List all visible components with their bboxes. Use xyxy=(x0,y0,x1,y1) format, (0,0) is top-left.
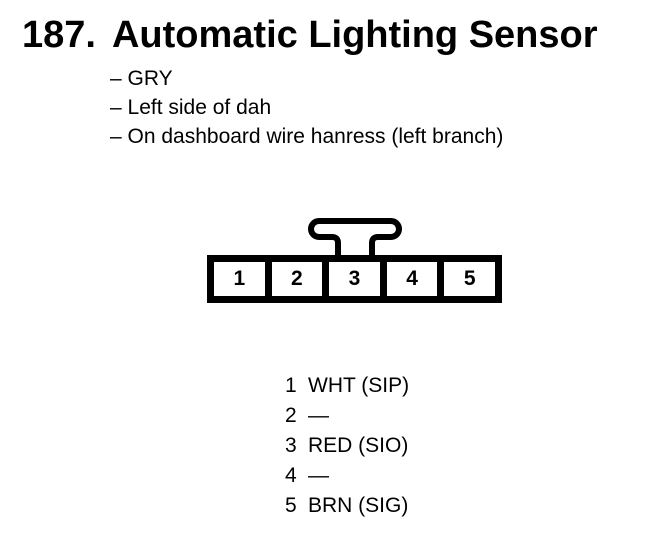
connector-pin-cell: 2 xyxy=(264,262,323,296)
connector-pin-cell: 1 xyxy=(214,262,265,296)
pin-legend-label: BRN (SIG) xyxy=(308,494,409,517)
connector-pin-cell: 5 xyxy=(437,262,495,296)
pin-legend: 1 WHT (SIP) 2 — 3 RED (SIO) 4 — 5 BRN (S… xyxy=(285,371,409,521)
pin-legend-number: 4 xyxy=(285,464,297,487)
connector-pin-cell: 4 xyxy=(379,262,438,296)
section-number: 187. xyxy=(22,14,96,56)
pin-legend-label: RED (SIO) xyxy=(308,434,409,457)
pin-legend-label: — xyxy=(308,404,329,427)
pin-legend-label: — xyxy=(308,464,329,487)
pin-legend-row: 3 RED (SIO) xyxy=(285,431,409,461)
pin-legend-row: 5 BRN (SIG) xyxy=(285,491,409,521)
pin-cell-number: 5 xyxy=(463,267,476,290)
connector-pin-cell: 3 xyxy=(322,262,380,296)
pin-cell-number: 1 xyxy=(233,267,246,290)
section-title-text: Automatic Lighting Sensor xyxy=(111,14,598,56)
section-title: 187. Automatic Lighting Sensor xyxy=(22,14,598,57)
connector-latch-tab-icon xyxy=(308,218,402,256)
connector-body: 1 2 3 4 5 xyxy=(207,255,502,303)
note-line: – GRY xyxy=(110,67,173,90)
pin-legend-number: 2 xyxy=(285,404,297,427)
pin-cell-number: 2 xyxy=(291,267,303,290)
pin-legend-label: WHT (SIP) xyxy=(308,374,410,397)
pin-cell-number: 3 xyxy=(348,267,361,290)
pin-legend-row: 1 WHT (SIP) xyxy=(285,371,409,401)
pin-legend-row: 4 — xyxy=(285,461,409,491)
pin-legend-number: 3 xyxy=(285,434,297,457)
pin-cell-number: 4 xyxy=(406,267,418,290)
pin-legend-number: 5 xyxy=(285,494,297,517)
pin-legend-number: 1 xyxy=(285,374,297,397)
notes-list: – GRY – Left side of dah – On dashboard … xyxy=(110,64,503,151)
note-line: – Left side of dah xyxy=(110,96,272,119)
note-line: – On dashboard wire hanress (left branch… xyxy=(110,125,504,148)
pin-legend-row: 2 — xyxy=(285,401,409,431)
